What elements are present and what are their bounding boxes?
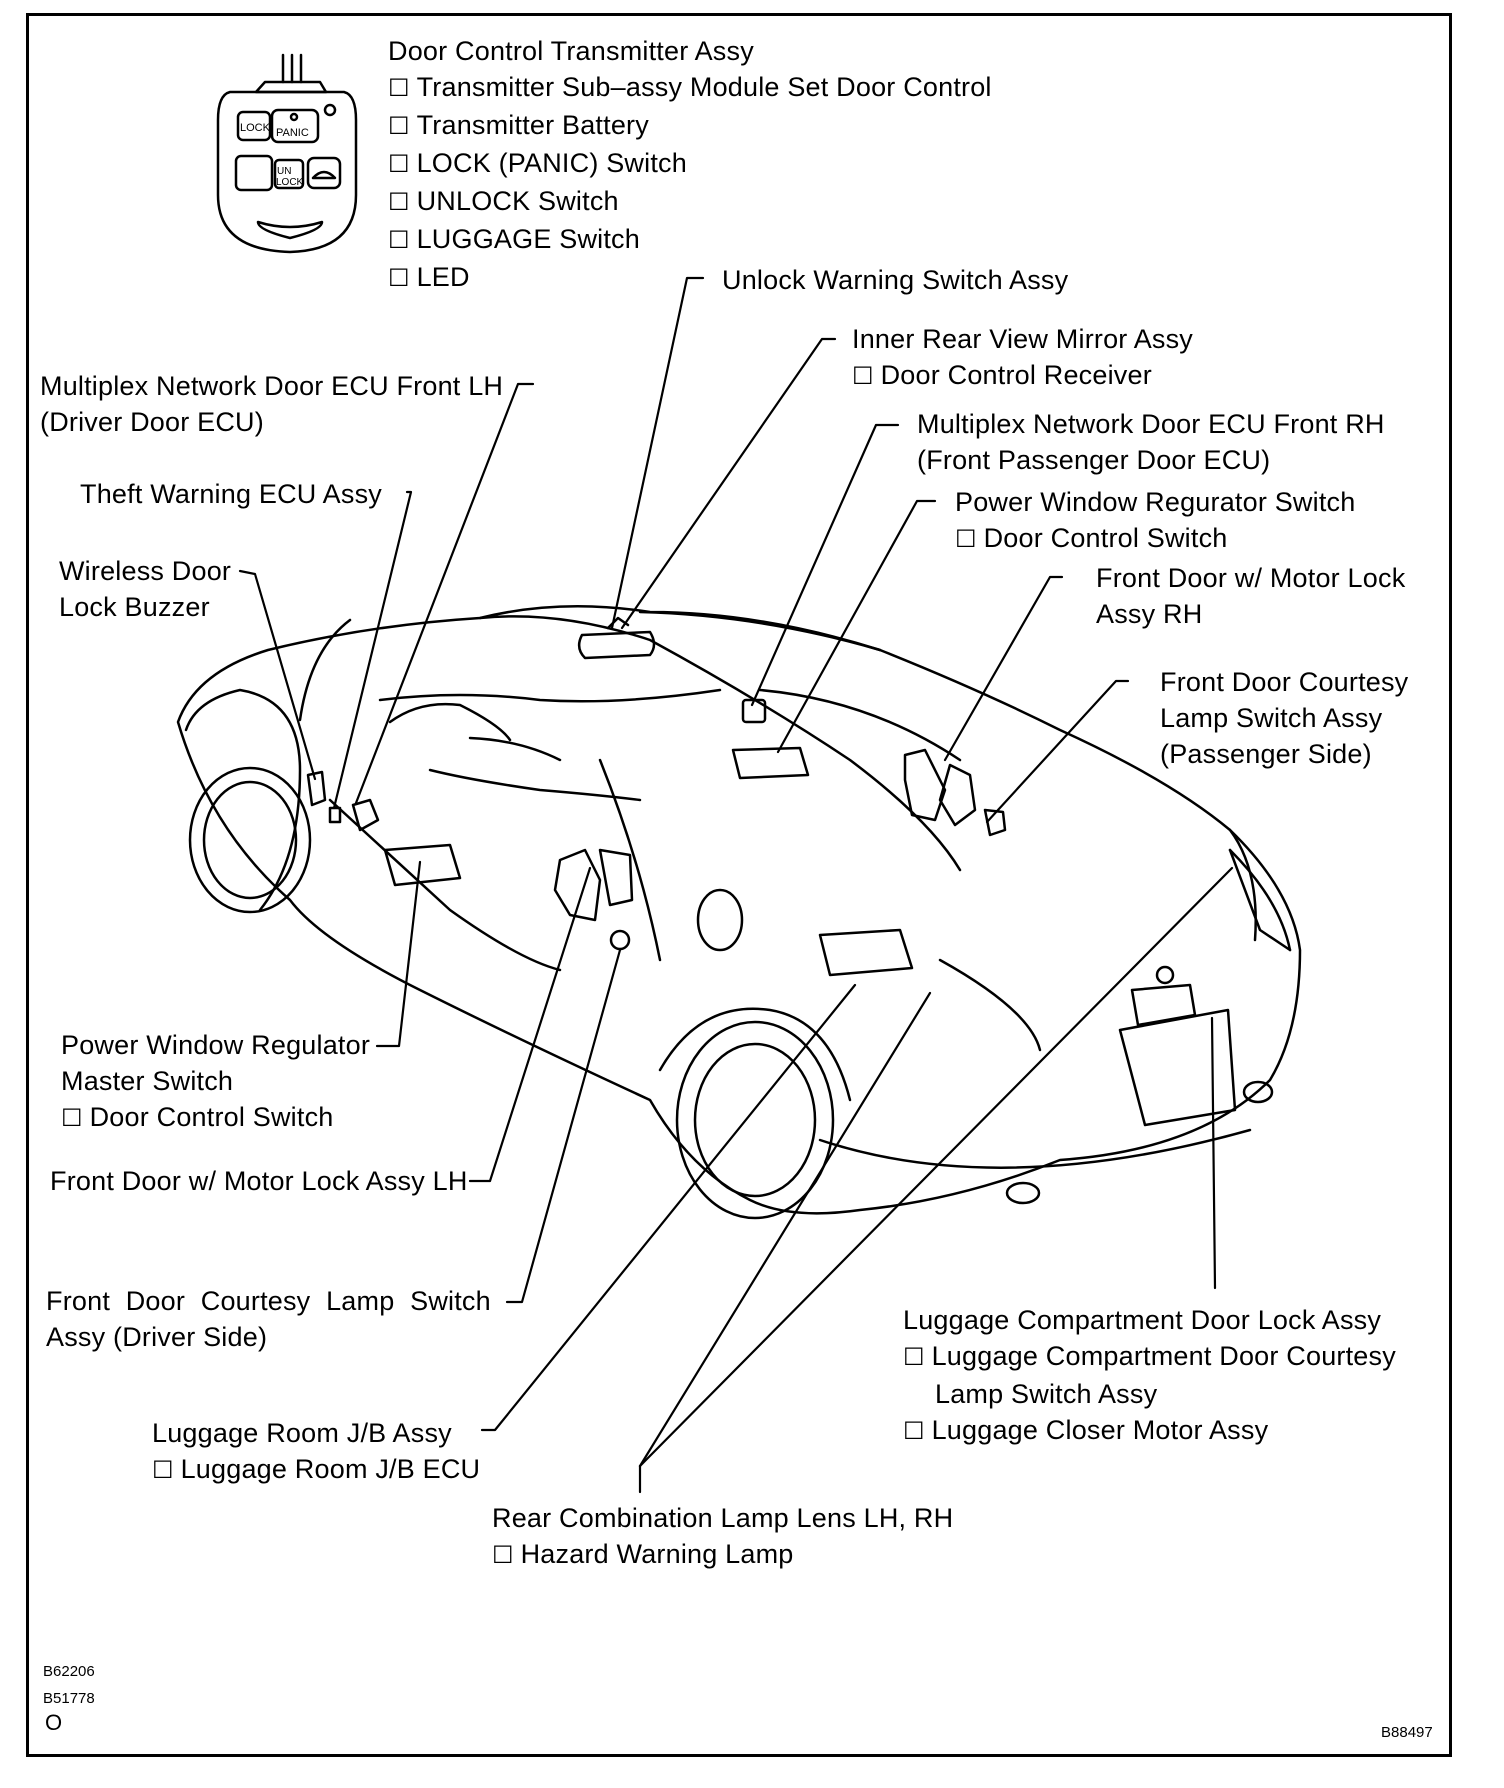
unlock-warning-label: Unlock Warning Switch Assy [722,265,1069,295]
transmitter-item: LOCK (PANIC) Switch [388,145,992,183]
ecu-rh-label: Multiplex Network Door ECU Front RH (Fro… [917,406,1385,478]
courtesy-rh-line3: (Passenger Side) [1160,739,1372,769]
buzzer-line2: Lock Buzzer [59,592,210,622]
lock-lh-label: Front Door w/ Motor Lock Assy LH [50,1166,468,1196]
jb-label: Luggage Room J/B Assy Luggage Room J/B E… [152,1415,480,1489]
luggage-lock-title: Luggage Compartment Door Lock Assy [903,1305,1382,1335]
transmitter-title: Door Control Transmitter Assy [388,36,754,66]
courtesy-lh-line2: Assy (Driver Side) [46,1322,268,1352]
transmitter-label: Door Control Transmitter Assy Transmitte… [388,33,992,297]
luggage-lock-item: Luggage Closer Motor Assy [903,1412,1396,1450]
fob-lock2-text: LOCK [276,177,304,188]
luggage-lock-item: Lamp Switch Assy [935,1379,1158,1409]
pw-rh-item: Door Control Switch [955,520,1355,558]
transmitter-item: UNLOCK Switch [388,183,992,221]
mirror-label: Inner Rear View Mirror Assy Door Control… [852,321,1193,395]
fob-panic-text: PANIC [276,127,309,139]
pw-master-line1: Power Window Regulator [61,1030,371,1060]
lock-rh-label: Front Door w/ Motor Lock Assy RH [1096,560,1405,632]
ecu-lh-line2: (Driver Door ECU) [40,407,264,437]
component-sketches [306,616,1292,1027]
transmitter-item: LED [388,259,992,297]
car-body [176,604,1302,1220]
pw-master-item: Door Control Switch [61,1099,370,1137]
figure-code: O [45,1710,63,1735]
courtesy-lh-label: Front Door Courtesy Lamp Switch Assy (Dr… [46,1283,491,1355]
ecu-lh-line1: Multiplex Network Door ECU Front LH [40,371,504,401]
figure-code: B62206 [43,1663,95,1680]
ecu-rh-line2: (Front Passenger Door ECU) [917,445,1271,475]
courtesy-rh-line1: Front Door Courtesy [1160,667,1409,697]
courtesy-rh-label: Front Door Courtesy Lamp Switch Assy (Pa… [1160,664,1408,772]
diagram-frame [26,13,1452,1757]
rear-lamp-item: Hazard Warning Lamp [492,1536,953,1574]
lock-rh-line1: Front Door w/ Motor Lock [1096,563,1406,593]
pw-master-line2: Master Switch [61,1066,234,1096]
rear-lamp-label: Rear Combination Lamp Lens LH, RH Hazard… [492,1500,953,1574]
pw-master-label: Power Window Regulator Master Switch Doo… [61,1027,370,1137]
buzzer-label: Wireless Door Lock Buzzer [59,553,231,625]
transmitter-item: Transmitter Sub–assy Module Set Door Con… [388,69,992,107]
key-fob-icon [216,53,358,254]
fob-un-text: UN [277,166,292,177]
jb-item: Luggage Room J/B ECU [152,1451,480,1489]
buzzer-line1: Wireless Door [59,556,232,586]
mirror-title: Inner Rear View Mirror Assy [852,324,1194,354]
courtesy-rh-line2: Lamp Switch Assy [1160,703,1383,733]
luggage-lock-item: Luggage Compartment Door Courtesy [903,1338,1396,1376]
ecu-lh-label: Multiplex Network Door ECU Front LH (Dri… [40,368,503,440]
rear-lamp-title: Rear Combination Lamp Lens LH, RH [492,1503,954,1533]
lock-rh-line2: Assy RH [1096,599,1203,629]
figure-code: B51778 [43,1690,95,1707]
pw-rh-label: Power Window Regurator Switch Door Contr… [955,484,1355,558]
theft-label: Theft Warning ECU Assy [80,479,382,509]
jb-title: Luggage Room J/B Assy [152,1418,452,1448]
courtesy-lh-line1: Front Door Courtesy Lamp Switch [46,1286,491,1316]
transmitter-item: LUGGAGE Switch [388,221,992,259]
ecu-rh-line1: Multiplex Network Door ECU Front RH [917,409,1385,439]
pw-rh-title: Power Window Regurator Switch [955,487,1356,517]
mirror-item: Door Control Receiver [852,357,1193,395]
transmitter-item: Transmitter Battery [388,107,992,145]
fob-lock-text: LOCK [240,122,270,134]
luggage-lock-label: Luggage Compartment Door Lock Assy Lugga… [903,1302,1396,1450]
figure-code: B88497 [1381,1724,1433,1741]
